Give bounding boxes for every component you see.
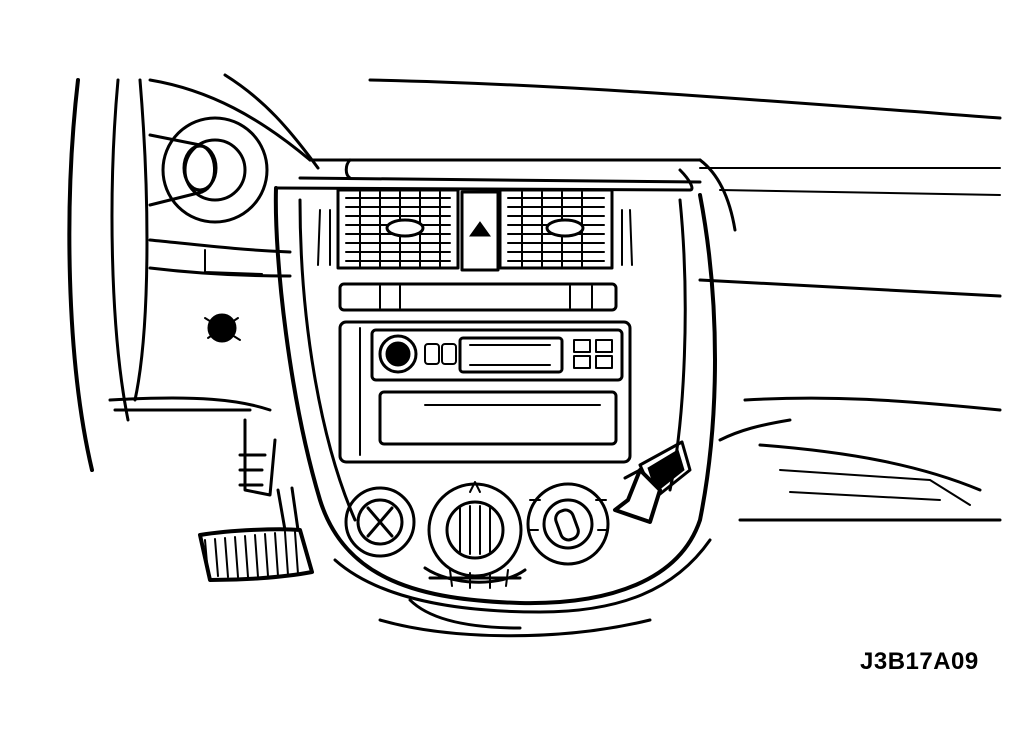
climate-knob-right [526, 482, 610, 566]
arrow-icon [613, 440, 692, 524]
hazard-switch [460, 190, 500, 272]
center-console [273, 158, 717, 638]
audio-unit [338, 320, 632, 464]
climate-knob-left [344, 486, 416, 558]
brake-pedal [198, 418, 314, 582]
air-vent-left [317, 188, 460, 270]
control-button-row [423, 566, 527, 589]
coin-slot-strip [338, 282, 618, 312]
hazard-triangle-icon [469, 221, 491, 237]
air-vent-right [498, 188, 633, 270]
dashboard-contours [108, 73, 1002, 522]
figure-code: J3B17A09 [860, 648, 979, 675]
turn-signal-stalk [148, 116, 269, 224]
climate-knob-center [427, 481, 523, 578]
dark-knob [204, 313, 241, 343]
steering-wheel [67, 78, 149, 472]
